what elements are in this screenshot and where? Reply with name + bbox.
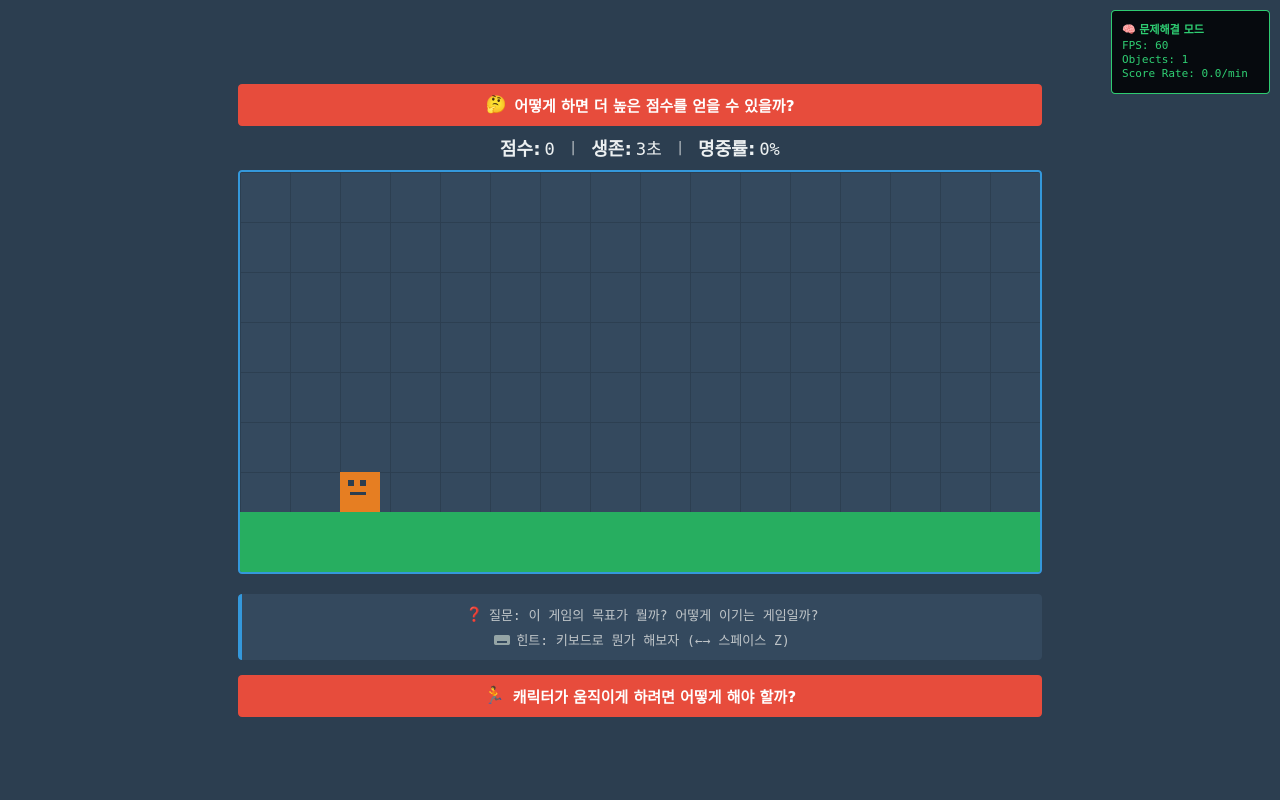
debug-title-text: 문제해결 모드 <box>1139 23 1205 36</box>
survive-value: 3초 <box>635 140 662 160</box>
bottom-banner: 🏃 캐릭터가 움직이게 하려면 어떻게 해야 할까? <box>238 675 1042 717</box>
info-panel: ❓ 질문: 이 게임의 목표가 뭘까? 어떻게 이기는 게임일까? 힌트: 키보… <box>238 594 1042 660</box>
keyboard-icon <box>494 634 511 645</box>
brain-icon: 🧠 <box>1122 23 1136 36</box>
stat-separator: | <box>677 140 683 156</box>
bottom-banner-text: 캐릭터가 움직이게 하려면 어떻게 해야 할까? <box>512 687 797 706</box>
stat-separator: | <box>570 140 576 156</box>
score-label: 점수: <box>500 139 541 160</box>
top-banner-text: 어떻게 하면 더 높은 점수를 얻을 수 있을까? <box>514 96 795 115</box>
hint-text: 힌트: 키보드로 뭔가 해보자 (←→ 스페이스 Z) <box>516 634 790 649</box>
accuracy-value: 0% <box>759 140 780 160</box>
question-icon: ❓ <box>465 606 483 623</box>
hint-row: 힌트: 키보드로 뭔가 해보자 (←→ 스페이스 Z) <box>494 630 790 649</box>
debug-objects: Objects: 1 <box>1122 53 1189 66</box>
debug-title: 🧠 문제해결 모드 <box>1122 23 1269 37</box>
game-canvas[interactable] <box>238 170 1042 574</box>
stats-bar: 점수:0 | 생존:3초 | 명중률:0% <box>238 126 1042 170</box>
question-text: 질문: 이 게임의 목표가 뭘까? 어떻게 이기는 게임일까? <box>489 609 819 624</box>
thinking-icon: 🤔 <box>485 95 507 115</box>
survive-stat: 생존:3초 <box>592 135 662 161</box>
ground <box>240 512 1040 572</box>
player-left-eye <box>348 480 354 486</box>
score-value: 0 <box>544 140 555 160</box>
player-right-eye <box>360 480 366 486</box>
debug-panel: 🧠 문제해결 모드 FPS: 60 Objects: 1 Score Rate:… <box>1111 10 1270 94</box>
debug-score-rate: Score Rate: 0.0/min <box>1122 67 1248 80</box>
question-row: ❓ 질문: 이 게임의 목표가 뭘까? 어떻게 이기는 게임일까? <box>465 605 819 625</box>
survive-label: 생존: <box>591 139 632 160</box>
score-stat: 점수:0 <box>500 135 555 161</box>
game-container: 🤔 어떻게 하면 더 높은 점수를 얻을 수 있을까? 점수:0 | 생존:3초… <box>238 84 1042 717</box>
accuracy-stat: 명중률:0% <box>698 135 779 161</box>
debug-fps: FPS: 60 <box>1122 39 1169 52</box>
top-banner: 🤔 어떻게 하면 더 높은 점수를 얻을 수 있을까? <box>238 84 1042 126</box>
accuracy-label: 명중률: <box>698 139 756 160</box>
running-icon: 🏃 <box>483 686 505 706</box>
player-mouth <box>350 492 366 495</box>
player-character <box>340 472 380 512</box>
